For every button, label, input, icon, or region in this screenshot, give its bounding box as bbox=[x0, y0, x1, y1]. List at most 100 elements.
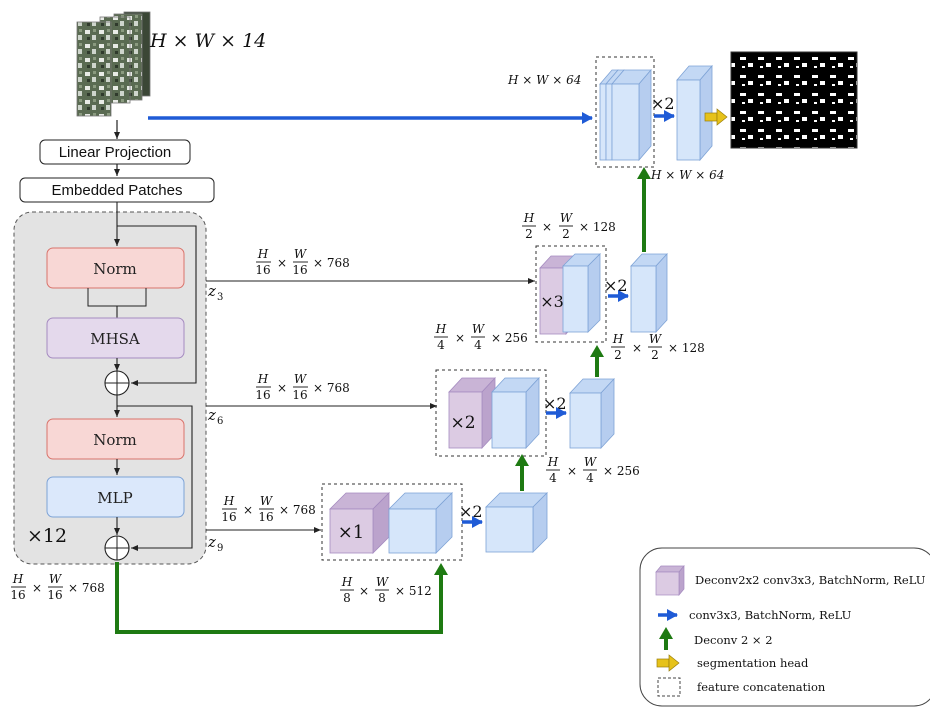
stage4-concat-slabs bbox=[599, 68, 652, 162]
svg-text:× 768: × 768 bbox=[68, 581, 105, 595]
norm-1-label: Norm bbox=[93, 260, 137, 278]
input-image-stack bbox=[76, 11, 151, 117]
svg-text:H: H bbox=[257, 247, 269, 261]
svg-text:16: 16 bbox=[292, 263, 307, 277]
svg-text:2: 2 bbox=[525, 227, 533, 241]
svg-text:8: 8 bbox=[343, 591, 351, 605]
svg-text:W: W bbox=[472, 322, 486, 336]
svg-text:4: 4 bbox=[586, 471, 594, 485]
svg-text:16: 16 bbox=[258, 510, 273, 524]
norm-2-box: Norm bbox=[46, 418, 185, 460]
svg-text:2: 2 bbox=[614, 348, 622, 362]
output-segmentation-mask bbox=[730, 51, 858, 149]
encoder-output-dim: H 16 × W 16 × 768 bbox=[10, 572, 104, 602]
stage2-purple-cube: ×2 bbox=[448, 376, 496, 450]
stage1-output-cube bbox=[485, 492, 548, 553]
svg-text:×: × bbox=[32, 581, 42, 595]
svg-text:16: 16 bbox=[221, 510, 236, 524]
svg-text:H: H bbox=[12, 572, 24, 586]
stage2-mult-label: ×2 bbox=[450, 413, 475, 433]
svg-text:× 512: × 512 bbox=[395, 584, 432, 598]
legend-yellow-arrow-icon bbox=[656, 654, 680, 672]
svg-text:2: 2 bbox=[562, 227, 570, 241]
stage3-output-cube bbox=[630, 252, 668, 334]
stage3-mult-label: ×3 bbox=[540, 292, 564, 311]
svg-text:16: 16 bbox=[255, 388, 270, 402]
stage1-blue-cube bbox=[388, 492, 453, 554]
svg-text:W: W bbox=[376, 575, 390, 589]
legend-concat-label: feature concatenation bbox=[697, 680, 826, 694]
legend-panel bbox=[639, 547, 930, 707]
svg-text:16: 16 bbox=[292, 388, 307, 402]
stage1-conv-mult: ×2 bbox=[459, 502, 483, 521]
svg-text:× 768: × 768 bbox=[279, 503, 316, 517]
svg-text:16: 16 bbox=[255, 263, 270, 277]
stage1-mult-label: ×1 bbox=[338, 522, 365, 543]
residual-path-1 bbox=[117, 225, 197, 386]
svg-text:4: 4 bbox=[549, 471, 557, 485]
svg-text:×: × bbox=[359, 584, 369, 598]
z3-label: z 3 bbox=[207, 282, 223, 303]
z6-dim-label: H 16 × W 16 × 768 bbox=[255, 372, 349, 402]
mhsa-label: MHSA bbox=[90, 330, 140, 348]
svg-text:W: W bbox=[260, 494, 274, 508]
svg-text:× 256: × 256 bbox=[491, 331, 528, 345]
stage4-in-dim-label: H × W × 64 bbox=[507, 73, 581, 87]
repeat-x12-label: ×12 bbox=[27, 525, 67, 547]
svg-text:W: W bbox=[294, 247, 308, 261]
svg-text:16: 16 bbox=[47, 588, 62, 602]
svg-text:H: H bbox=[341, 575, 353, 589]
z3-dim-label: H 16 × W 16 × 768 bbox=[255, 247, 349, 277]
svg-text:× 256: × 256 bbox=[603, 464, 640, 478]
stage3-conv-mult: ×2 bbox=[604, 276, 628, 295]
residual-add-2 bbox=[104, 535, 130, 561]
segmentation-head-arrow bbox=[704, 108, 728, 126]
svg-text:6: 6 bbox=[217, 416, 223, 427]
linear-projection-label: Linear Projection bbox=[59, 144, 172, 161]
svg-text:H: H bbox=[223, 494, 235, 508]
svg-text:H: H bbox=[547, 455, 559, 469]
svg-text:× 128: × 128 bbox=[668, 341, 705, 355]
svg-text:× 768: × 768 bbox=[313, 381, 350, 395]
stage3-out-dim-label: H 2 × W 2 × 128 bbox=[611, 332, 705, 362]
svg-text:W: W bbox=[49, 572, 63, 586]
svg-text:×: × bbox=[277, 256, 287, 270]
svg-text:H: H bbox=[435, 322, 447, 336]
input-dim-label: H × W × 14 bbox=[149, 30, 266, 52]
stage2-blue-cube bbox=[491, 376, 540, 450]
legend-dashed-box-icon bbox=[657, 677, 681, 697]
embedded-patches-label: Embedded Patches bbox=[52, 182, 183, 199]
svg-text:2: 2 bbox=[651, 348, 659, 362]
legend-deconv-label: Deconv2x2 conv3x3, BatchNorm, ReLU bbox=[695, 573, 926, 587]
svg-text:× 768: × 768 bbox=[313, 256, 350, 270]
legend-deconv-swatch bbox=[655, 565, 685, 596]
svg-text:×: × bbox=[243, 503, 253, 517]
svg-text:× 128: × 128 bbox=[579, 220, 616, 234]
svg-text:H: H bbox=[257, 372, 269, 386]
svg-text:×: × bbox=[542, 220, 552, 234]
norm-1-box: Norm bbox=[46, 247, 185, 289]
z9-dim-label: H 16 × W 16 × 768 bbox=[221, 494, 315, 524]
svg-text:×: × bbox=[277, 381, 287, 395]
svg-text:W: W bbox=[294, 372, 308, 386]
svg-text:H: H bbox=[523, 211, 535, 225]
embedded-patches-box: Embedded Patches bbox=[19, 177, 215, 203]
z9-label: z 9 bbox=[207, 533, 223, 554]
svg-text:4: 4 bbox=[437, 338, 445, 352]
svg-text:z: z bbox=[207, 533, 216, 551]
stage2-conv-mult: ×2 bbox=[543, 394, 567, 413]
stage4-out-dim-label: H × W × 64 bbox=[650, 168, 724, 182]
mlp-box: MLP bbox=[46, 476, 185, 518]
legend-conv-label: conv3x3, BatchNorm, ReLU bbox=[689, 608, 852, 622]
svg-text:8: 8 bbox=[378, 591, 386, 605]
stage2-in-dim-label: H 4 × W 4 × 256 bbox=[434, 322, 528, 352]
svg-text:9: 9 bbox=[217, 543, 223, 554]
residual-add-1 bbox=[104, 370, 130, 396]
legend-seg-head-label: segmentation head bbox=[697, 656, 809, 670]
svg-text:H: H bbox=[612, 332, 624, 346]
svg-text:3: 3 bbox=[217, 292, 223, 303]
stage1-dim-label: H 8 × W 8 × 512 bbox=[340, 575, 432, 605]
svg-text:×: × bbox=[455, 331, 465, 345]
stage2-output-cube bbox=[569, 377, 615, 450]
